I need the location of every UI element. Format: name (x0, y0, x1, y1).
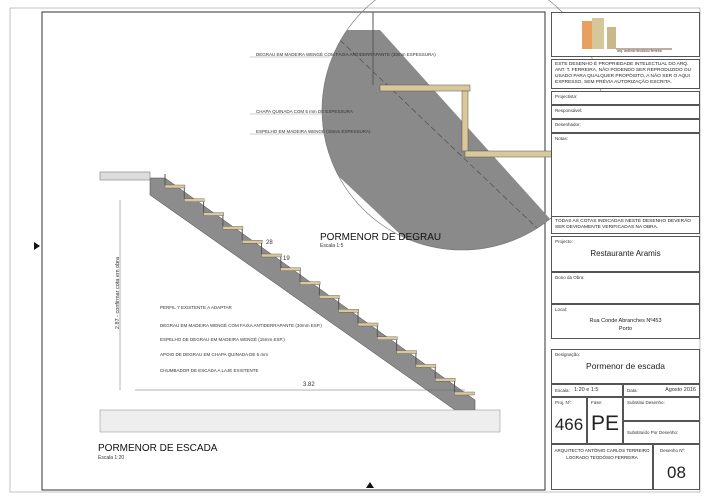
local-line2: Porto (618, 326, 633, 332)
stair-tread (319, 295, 340, 299)
author-line1: ARQUITECTO ANTÓNIO CARLOS TERREIRO (554, 448, 650, 453)
copyright-notice: ESTE DESENHO É PROPRIEDADE INTELECTUAL D… (551, 59, 700, 89)
logo-icon (582, 18, 672, 50)
stair-tread (184, 198, 205, 203)
stair-title: PORMENOR DE ESCADA (98, 443, 218, 454)
stair-tread (164, 184, 186, 189)
stair-tread (377, 336, 398, 340)
dono-label: Dono da Obra: (555, 275, 585, 280)
desenhador-field: Desenhador: (555, 122, 581, 127)
stair-note-2: DEGRAU EM MADEIRA WENGÉ COM FAIXA ANTIDE… (160, 323, 322, 328)
stair-tread (261, 253, 282, 258)
length-dim: 3.82 (303, 382, 315, 388)
stair-tread (357, 322, 379, 327)
data-label: Data: (627, 388, 638, 393)
stair-note-1: PERFIL 'I' EXISTENTE A ADAPTAR (160, 305, 232, 310)
stair-section (149, 174, 476, 411)
center-mark-left (34, 242, 40, 250)
detail-title: PORMENOR DE DEGRAU (320, 232, 442, 243)
stair-note-3: ESPELHO DE DEGRAU EM MADEIRA WENGÉ (15mm… (160, 337, 285, 342)
height-dim: 2.87 - confirmar cota em obra (115, 256, 122, 330)
detail-note-3: ESPELHO EM MADEIRA WENGÉ (15mm ESPESSURA… (256, 129, 371, 134)
notas-field: Notas: (555, 136, 569, 141)
stair-tread (241, 239, 263, 244)
escala-value: 1:20 e 1:5 (574, 387, 599, 393)
stair-tread (203, 212, 224, 216)
data-value: Agosto 2016 (665, 387, 696, 393)
author-line2: LOGRADO TEODÓSIO FERREIRA (566, 455, 638, 460)
projectista-field: Projectista: (555, 94, 578, 99)
stair-scale: Escala 1:20 (98, 455, 125, 461)
stair-tread (435, 378, 456, 382)
detail-note-1: DEGRAU EM MADEIRA WENGÉ COM FAIXA ANTIDE… (256, 52, 436, 57)
detail-scale: Escala 1:5 (320, 243, 344, 249)
desenho-value: 08 (667, 463, 686, 482)
local-line1: Rua Conde Abranches Nº453 (589, 318, 662, 324)
escala-label: Escala: (555, 388, 570, 393)
dimension-notice: TODAS AS COTAS INDICADAS NESTE DESENHO D… (551, 216, 700, 234)
detail-circle (250, 0, 603, 251)
local-label: Local: (555, 307, 568, 312)
stair-tread (454, 391, 475, 396)
stair-tread (396, 350, 417, 354)
dim-tread: 28 (266, 240, 273, 246)
substitui-label: Substitui Desenho: (627, 400, 665, 405)
title-block: arq. antónio teodósio ferreira ESTE DESE… (551, 12, 700, 490)
fase-label: Fase: (591, 400, 603, 405)
stair-tread (280, 267, 301, 271)
projecto-label: Projecto: (555, 239, 573, 244)
desenho-label: Desenho Nº: (660, 448, 686, 453)
logo-text: arq. antónio teodósio ferreira (617, 49, 662, 53)
stair-tread (338, 309, 359, 313)
proj-n-label: Proj. Nº: (555, 400, 572, 405)
stair-tread (415, 364, 437, 368)
projecto-value: Restaurante Aramis (590, 249, 661, 258)
logo-box: arq. antónio teodósio ferreira (551, 12, 700, 57)
stair-note-5: CHUMBADOR DE ESCADA A LAJE EXISTENTE (160, 368, 259, 373)
detail-note-2: CHAPA QUINADA COM 5 mm DE ESPESSURA (256, 109, 353, 114)
proj-n-value: 466 (554, 415, 584, 434)
designacao-value: Pormenor de escada (586, 361, 665, 371)
responsavel-field: Responsável: (555, 108, 583, 113)
stair-tread (299, 281, 321, 285)
stair-note-4: APOIO DE DEGRAU EM CHAPA QUINADA DE 5 mm (160, 352, 268, 357)
stair-tread (222, 226, 244, 230)
dim-riser: 19 (283, 256, 290, 262)
substituido-label: Substituído Por Desenho: (627, 430, 679, 435)
fase-value: PE (590, 412, 619, 435)
designacao-label: Designação: (555, 352, 581, 357)
